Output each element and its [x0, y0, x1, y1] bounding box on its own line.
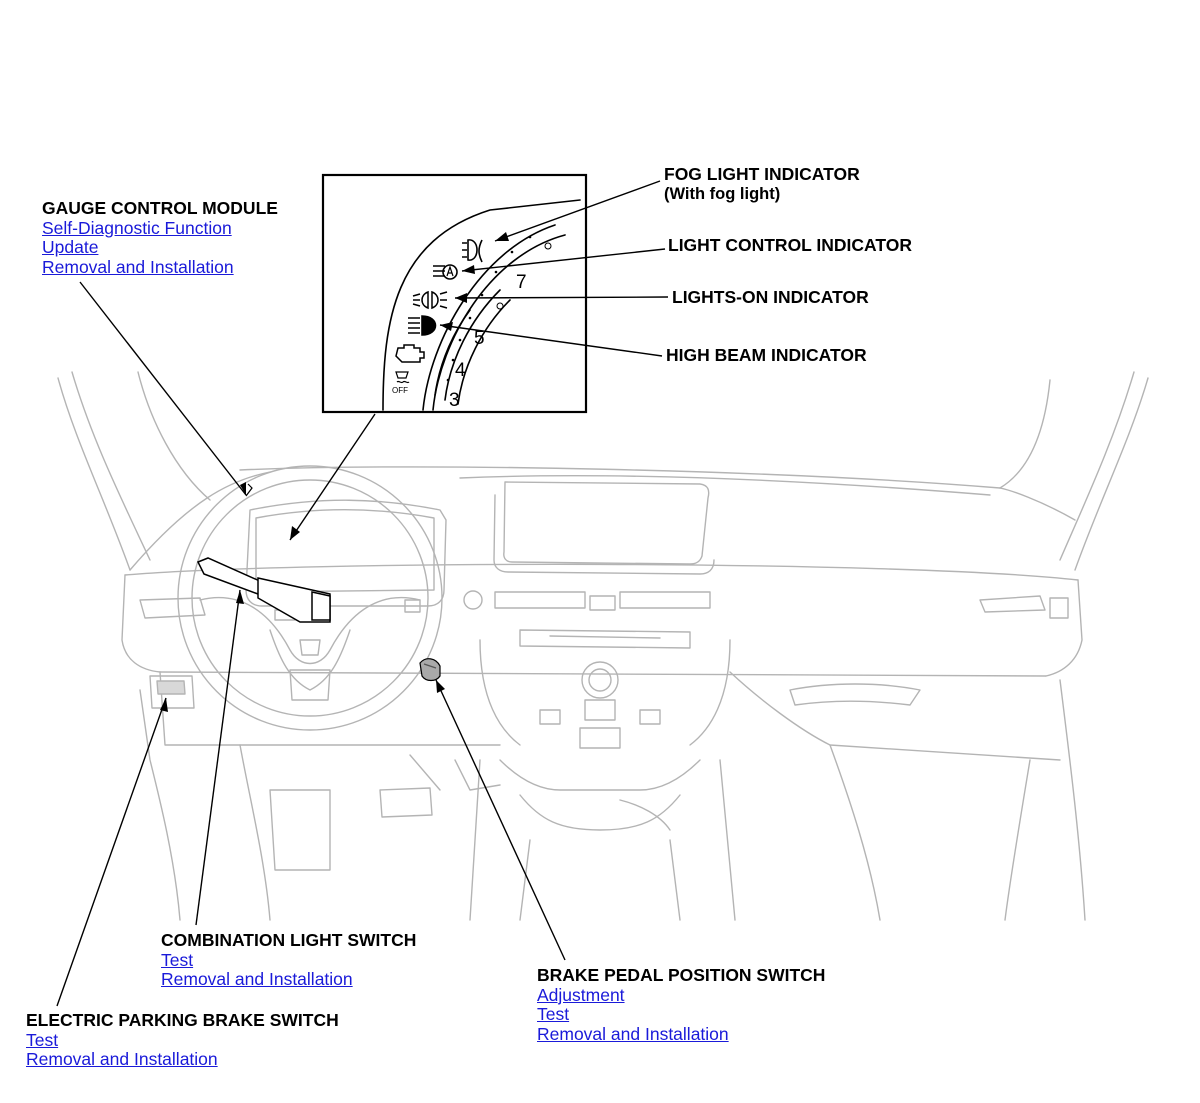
gauge-control-module-title: GAUGE CONTROL MODULE	[42, 198, 278, 218]
fog-light-icon	[462, 239, 483, 263]
gauge-number-4: 4	[455, 360, 466, 381]
gauge-number-7: 7	[516, 272, 527, 293]
self-diagnostic-function-link[interactable]: Self-Diagnostic Function	[42, 217, 232, 238]
epb-switch-test-link[interactable]: Test	[26, 1029, 59, 1050]
lights-on-icon	[412, 290, 448, 310]
inset-frame	[321, 173, 588, 414]
electric-parking-brake-switch-callout: ELECTRIC PARKING BRAKE SWITCH Test Remov…	[26, 1010, 339, 1070]
inset-gauge	[382, 199, 581, 411]
high-beam-icon	[408, 315, 437, 336]
fog-light-indicator-title: FOG LIGHT INDICATOR	[664, 164, 860, 184]
light-control-icon	[433, 264, 458, 280]
check-engine-icon	[395, 344, 425, 363]
high-beam-indicator-label: HIGH BEAM INDICATOR	[666, 345, 867, 365]
combination-light-switch-title: COMBINATION LIGHT SWITCH	[161, 930, 417, 950]
fog-light-indicator-note: (With fog light)	[664, 185, 781, 203]
gauge-number-5: 5	[474, 328, 485, 349]
brake-pedal-position-switch-callout: BRAKE PEDAL POSITION SWITCH Adjustment T…	[537, 965, 826, 1044]
traction-off-icon	[395, 371, 410, 384]
combination-light-switch-test-link[interactable]: Test	[161, 949, 194, 970]
gcm-removal-installation-link[interactable]: Removal and Installation	[42, 256, 234, 277]
inset-gauge-ticks	[446, 235, 552, 382]
lights-on-indicator-label: LIGHTS-ON INDICATOR	[672, 287, 869, 307]
electric-parking-brake-switch-title: ELECTRIC PARKING BRAKE SWITCH	[26, 1010, 339, 1030]
fog-light-indicator-label: FOG LIGHT INDICATOR (With fog light)	[664, 164, 860, 204]
light-control-indicator-label: LIGHT CONTROL INDICATOR	[668, 235, 913, 255]
steering-wheel-outline	[245, 483, 253, 497]
brake-pedal-adjustment-link[interactable]: Adjustment	[537, 984, 625, 1005]
dashboard-line-art	[57, 371, 1149, 921]
gauge-control-module-callout: GAUGE CONTROL MODULE Self-Diagnostic Fun…	[42, 198, 278, 277]
gcm-update-link[interactable]: Update	[42, 237, 99, 257]
brake-pedal-removal-link[interactable]: Removal and Installation	[537, 1023, 729, 1044]
off-label: OFF	[392, 386, 408, 395]
arrow-heads	[160, 232, 509, 712]
brake-pedal-position-switch-title: BRAKE PEDAL POSITION SWITCH	[537, 965, 826, 985]
combination-light-switch-removal-link[interactable]: Removal and Installation	[161, 969, 353, 989]
brake-pedal-test-link[interactable]: Test	[537, 1004, 570, 1024]
combination-light-switch-callout: COMBINATION LIGHT SWITCH Test Removal an…	[161, 930, 417, 990]
epb-switch-removal-link[interactable]: Removal and Installation	[26, 1049, 218, 1069]
brake-pedal-switch-part	[419, 658, 441, 682]
leader-lines	[56, 180, 669, 1007]
combination-light-switch-stalk	[196, 557, 331, 623]
gauge-number-3: 3	[449, 390, 460, 411]
